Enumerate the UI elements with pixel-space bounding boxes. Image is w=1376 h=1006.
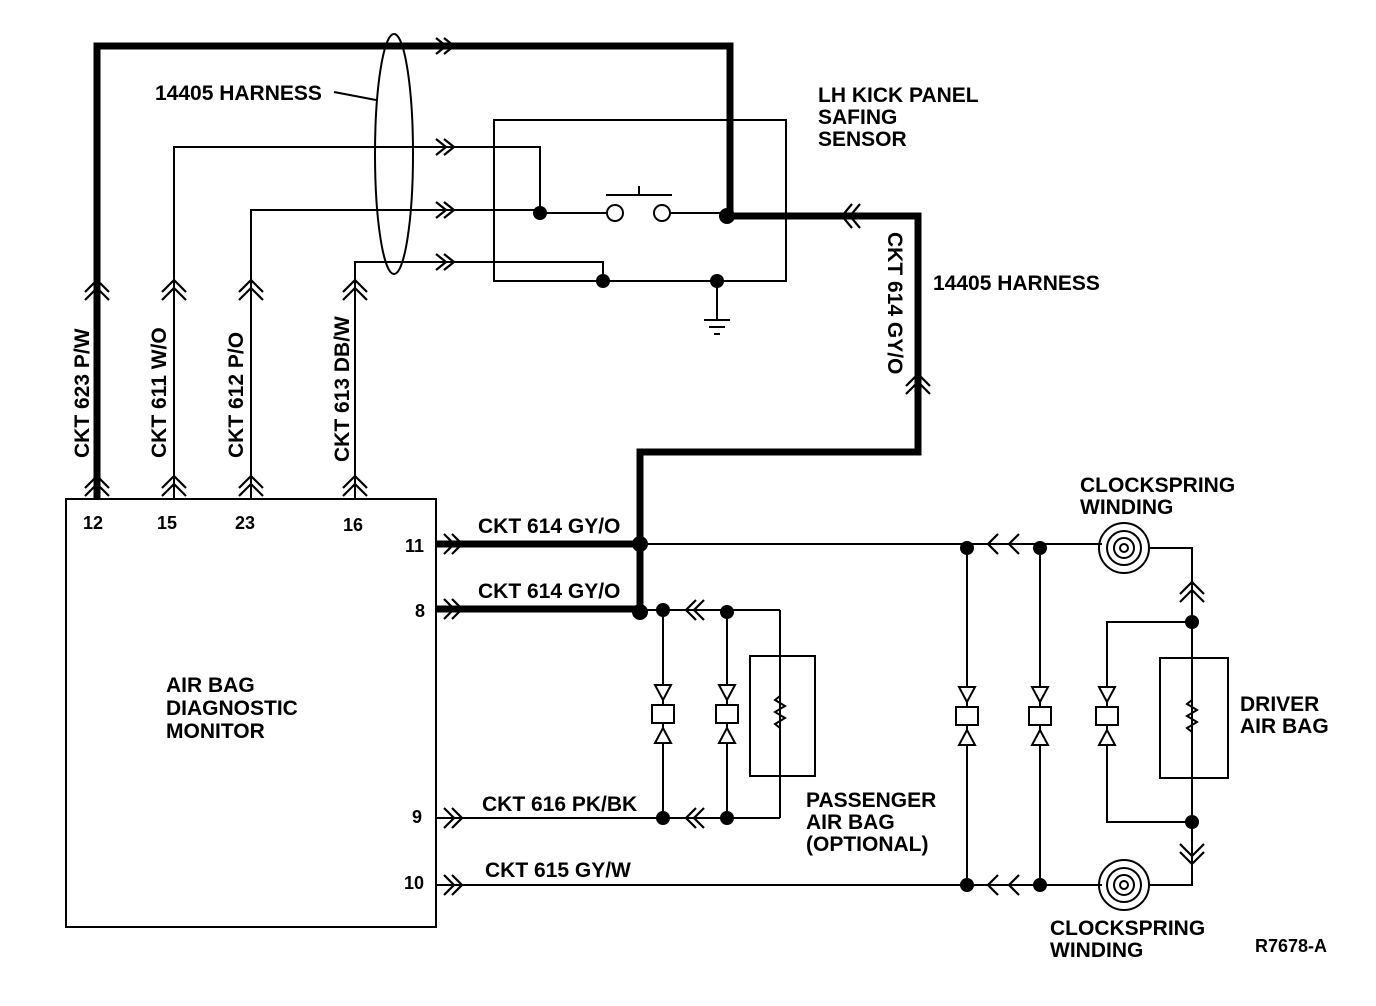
harness-label-leader: [333, 91, 377, 101]
sensor-ground-wire: [603, 280, 718, 320]
safing-sensor-label-line-1: LH KICK PANEL: [818, 84, 979, 107]
monitor-pin-9: 9: [412, 807, 422, 827]
junction-dot: [632, 604, 648, 620]
junction-dot: [710, 274, 724, 288]
monitor-pin-8: 8: [415, 601, 425, 621]
clockspring-top-icon: [1098, 522, 1150, 574]
safing-sensor-label-line-3: SENSOR: [818, 128, 907, 151]
passenger-diode-2: [715, 684, 739, 744]
driver-air-bag-box: [1159, 657, 1229, 779]
junction-dot: [656, 603, 670, 617]
monitor-pin-23: 23: [235, 513, 255, 533]
safing-switch: [540, 186, 730, 222]
monitor-label-line-3: MONITOR: [166, 720, 265, 743]
junction-dot: [596, 274, 610, 288]
driver-diode-3: [1095, 686, 1119, 746]
ckt-612-wire: [238, 201, 540, 499]
passenger-diode-1: [651, 684, 675, 744]
junction-dot: [1033, 878, 1047, 892]
ckt-614-pin11-label: CKT 614 GY/O: [478, 515, 620, 538]
harness-label-top: 14405 HARNESS: [155, 82, 322, 105]
junction-dot: [533, 206, 547, 220]
clockspring-bottom-icon: [1098, 859, 1150, 911]
driver-diode-2: [1028, 686, 1052, 746]
ground-icon: [704, 319, 730, 335]
monitor-pin-11: 11: [405, 536, 424, 556]
ckt-614-pin8-label: CKT 614 GY/O: [478, 580, 620, 603]
monitor-label-line-1: AIR BAG: [166, 674, 255, 697]
junction-dot: [720, 811, 734, 825]
junction-dot: [960, 878, 974, 892]
driver-feed-wire-top: [640, 533, 1102, 555]
safing-sensor-box: [493, 119, 787, 282]
passenger-air-bag-label-line-2: AIR BAG: [806, 811, 895, 834]
safing-sensor-label-line-2: SAFING: [818, 106, 897, 129]
ckt-614-vertical-label: CKT 614 GY/O: [883, 232, 906, 374]
figure-id: R7678-A: [1255, 936, 1327, 956]
junction-dot: [1033, 541, 1047, 555]
clockspring-top-label-line-1: CLOCKSPRING: [1080, 474, 1235, 497]
driver-diode-1: [955, 686, 979, 746]
ckt-612-label: CKT 612 P/O: [225, 332, 248, 458]
resistor-icon: [1185, 699, 1199, 733]
junction-dot: [1185, 615, 1199, 629]
passenger-air-bag-label-line-3: (OPTIONAL): [806, 833, 928, 856]
driver-air-bag-label-line-1: DRIVER: [1240, 693, 1319, 716]
harness-bundle-ellipse: [374, 33, 414, 275]
ckt-613-wire: [342, 253, 604, 499]
ckt-614-pin11-wire: [436, 533, 640, 555]
ckt-616-label: CKT 616 PK/BK: [482, 793, 637, 816]
ckt-623-wire: [84, 37, 734, 499]
junction-dot: [1185, 815, 1199, 829]
clockspring-bottom-label-line-1: CLOCKSPRING: [1050, 917, 1205, 940]
passenger-air-bag-label-line-1: PASSENGER: [806, 789, 936, 812]
diagnostic-monitor-box: [65, 498, 437, 928]
harness-label-right: 14405 HARNESS: [933, 272, 1100, 295]
ckt-611-wire: [161, 138, 541, 499]
junction-dot: [960, 541, 974, 555]
monitor-pin-16: 16: [343, 515, 363, 535]
monitor-pin-12: 12: [83, 513, 103, 533]
monitor-pin-15: 15: [157, 513, 177, 533]
junction-dot: [656, 811, 670, 825]
monitor-label-line-2: DIAGNOSTIC: [166, 697, 298, 720]
junction-dot: [720, 605, 734, 619]
ckt-611-label: CKT 611 W/O: [148, 327, 171, 458]
ckt-615-label: CKT 615 GY/W: [485, 859, 631, 882]
ckt-614-wire: [636, 203, 931, 614]
resistor-icon: [773, 695, 787, 729]
clockspring-bottom-label-line-2: WINDING: [1050, 939, 1143, 962]
monitor-pin-10: 10: [404, 873, 424, 893]
driver-air-bag-label-line-2: AIR BAG: [1240, 715, 1329, 738]
clockspring-top-label-line-2: WINDING: [1080, 496, 1173, 519]
junction-dot: [719, 208, 735, 224]
ckt-615-wire: [436, 874, 1102, 896]
ckt-613-label: CKT 613 DB/W: [331, 316, 354, 462]
ckt-623-label: CKT 623 P/W: [71, 328, 94, 458]
driver-feed-wire-bottom: [986, 874, 1020, 896]
ckt-614-pin8-wire: [436, 598, 640, 620]
